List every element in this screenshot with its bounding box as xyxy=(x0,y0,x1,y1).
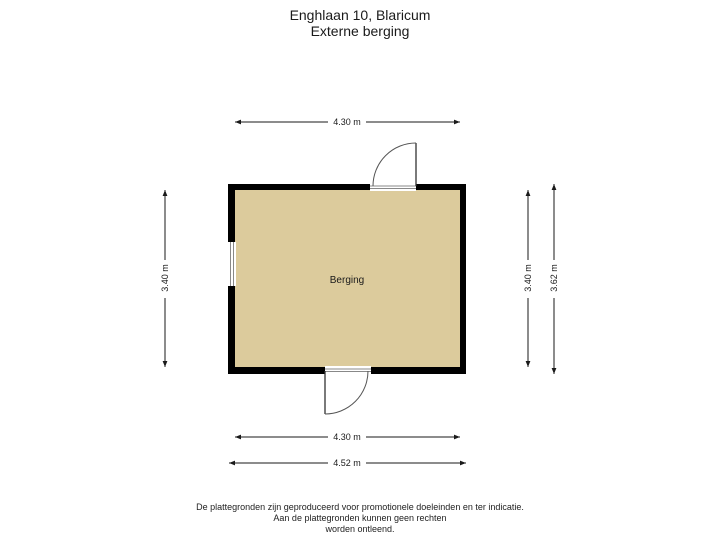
dim-label-bottom-outer: 4.52 m xyxy=(333,458,361,468)
dim-label-left: 3.40 m xyxy=(160,264,170,292)
dim-label-right-inner: 3.40 m xyxy=(523,264,533,292)
room-label: Berging xyxy=(330,275,364,286)
disclaimer-line-2: Aan de plattegronden kunnen geen rechten xyxy=(273,513,447,523)
door-opening-bottom xyxy=(325,366,371,375)
dim-label-right-outer: 3.62 m xyxy=(549,264,559,292)
door-swing-top xyxy=(372,142,417,187)
window-left xyxy=(228,242,236,286)
room-floor xyxy=(235,190,460,367)
door-opening-top xyxy=(370,183,416,191)
door-swing-bottom xyxy=(324,370,369,415)
dim-label-bottom-inner: 4.30 m xyxy=(333,432,361,442)
disclaimer-line-1: De plattegronden zijn geproduceerd voor … xyxy=(196,502,524,512)
floorplan-subtitle: Externe berging xyxy=(310,23,410,39)
disclaimer-line-3: worden ontleend. xyxy=(325,524,395,534)
disclaimer: De plattegronden zijn geproduceerd voor … xyxy=(0,502,720,535)
address-title: Enghlaan 10, Blaricum xyxy=(289,7,431,23)
dim-label-top: 4.30 m xyxy=(333,117,361,127)
